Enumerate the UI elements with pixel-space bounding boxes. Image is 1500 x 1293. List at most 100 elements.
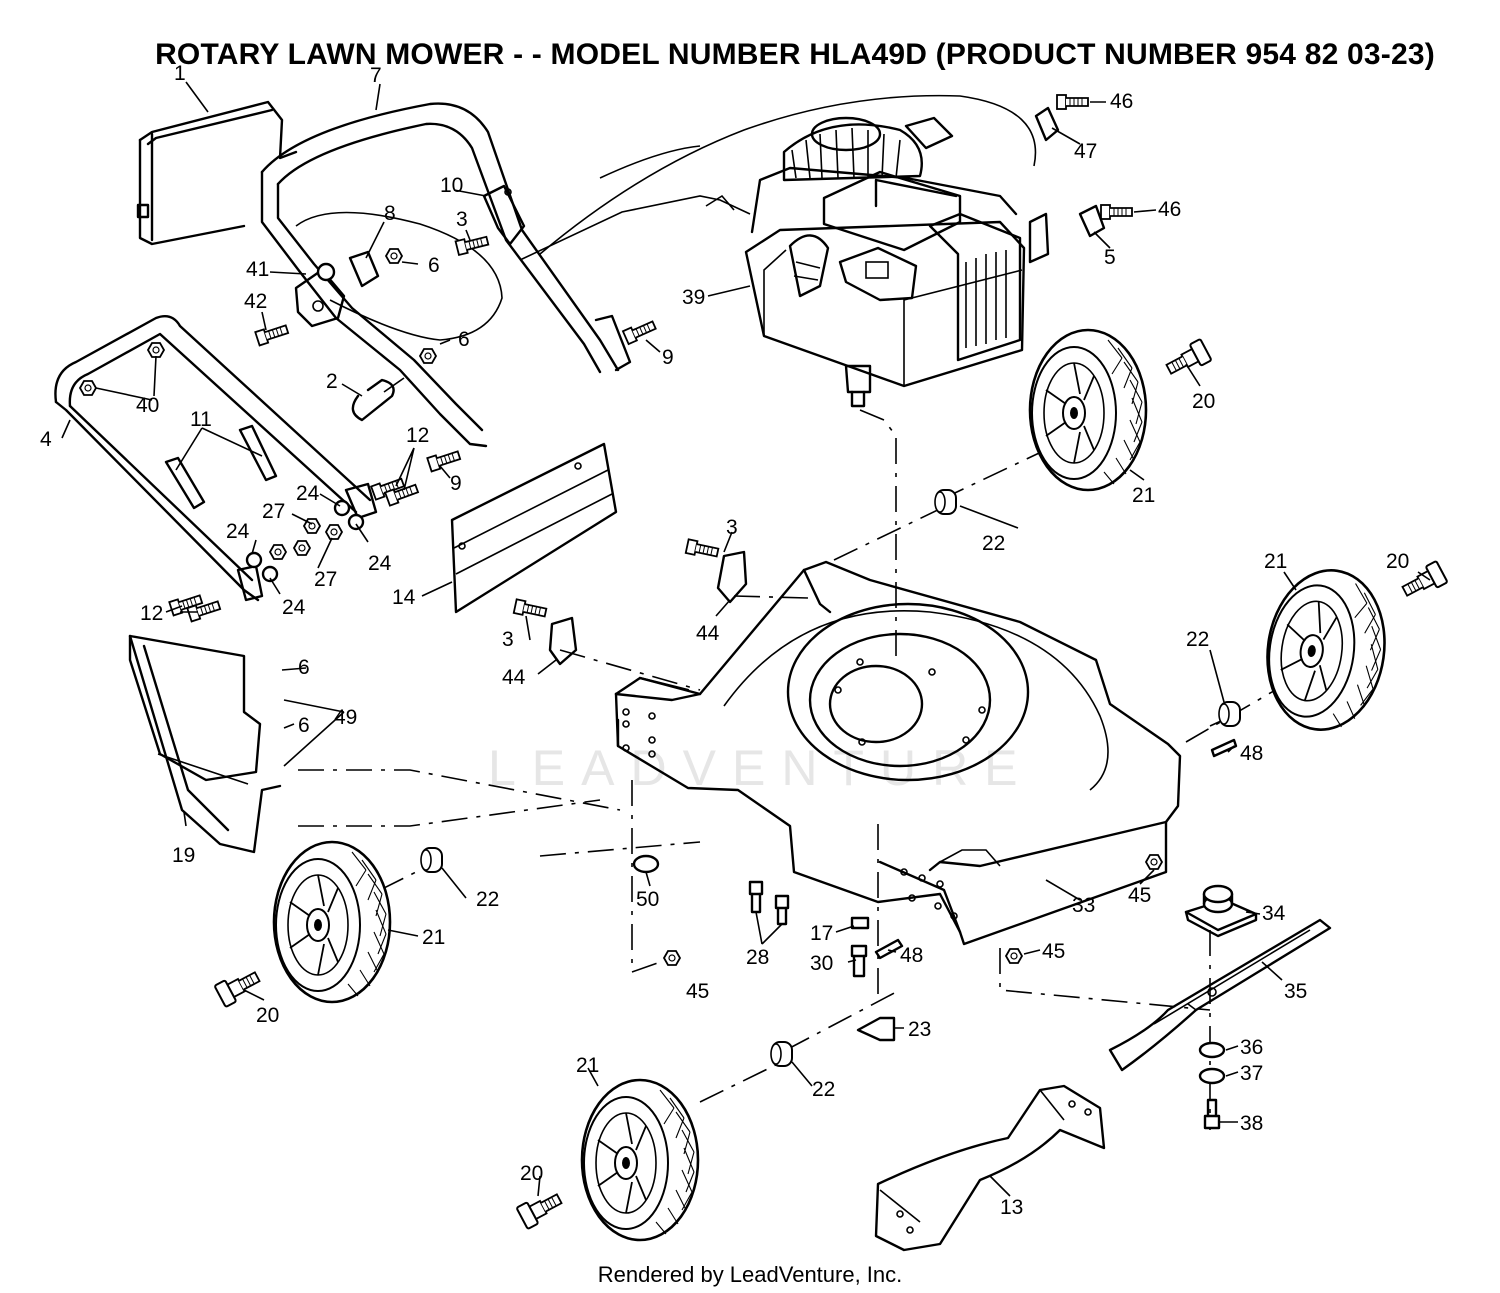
callout-45: 45 bbox=[686, 980, 709, 1003]
callout-21: 21 bbox=[1132, 484, 1155, 507]
callout-8: 8 bbox=[384, 202, 396, 225]
part-33-mower-deck bbox=[614, 560, 1182, 946]
part-11-cable-clips bbox=[164, 424, 278, 510]
callout-3: 3 bbox=[456, 208, 468, 231]
part-35-blade bbox=[1108, 918, 1332, 1072]
callout-45: 45 bbox=[1128, 884, 1151, 907]
callout-4: 4 bbox=[40, 428, 52, 451]
part-23-label bbox=[856, 1016, 896, 1042]
callout-37: 37 bbox=[1240, 1062, 1263, 1085]
callout-41: 41 bbox=[246, 258, 269, 281]
callout-30: 30 bbox=[810, 952, 833, 975]
callout-2: 2 bbox=[326, 370, 338, 393]
part-13-baffle bbox=[874, 1084, 1106, 1252]
handle-cover-outline bbox=[295, 211, 503, 341]
callout-22: 22 bbox=[982, 532, 1005, 555]
part-39-engine bbox=[744, 116, 1050, 408]
part-4-lower-handle bbox=[54, 315, 378, 602]
callout-36: 36 bbox=[1240, 1036, 1263, 1059]
callout-6: 6 bbox=[458, 328, 470, 351]
callout-34: 34 bbox=[1262, 902, 1286, 925]
callout-22: 22 bbox=[1186, 628, 1209, 651]
wheel-left-rear bbox=[272, 840, 392, 1004]
callout-47: 47 bbox=[1074, 140, 1097, 163]
callout-12: 12 bbox=[406, 424, 429, 447]
callout-27: 27 bbox=[314, 568, 337, 591]
washers-36-37-bolt-38 bbox=[1198, 1041, 1226, 1130]
callout-20: 20 bbox=[520, 1162, 543, 1185]
part-10-bracket bbox=[482, 184, 526, 246]
callout-27: 27 bbox=[262, 500, 285, 523]
callout-35: 35 bbox=[1284, 980, 1307, 1003]
footer-credit: Rendered by LeadVenture, Inc. bbox=[597, 1262, 903, 1287]
washers-24-27 bbox=[245, 499, 365, 583]
wheel-right-front bbox=[1256, 561, 1396, 739]
callout-48: 48 bbox=[1240, 742, 1263, 765]
part-14-deflector bbox=[450, 442, 618, 614]
callout-17: 17 bbox=[810, 922, 833, 945]
callout-38: 38 bbox=[1240, 1112, 1263, 1135]
callout-50: 50 bbox=[636, 888, 659, 911]
part-34-blade-adapter bbox=[1184, 884, 1258, 938]
wheel-left-front bbox=[580, 1078, 700, 1242]
part-44-bracket-lower bbox=[548, 616, 578, 666]
callout-6: 6 bbox=[298, 714, 310, 737]
callout-22: 22 bbox=[812, 1078, 835, 1101]
callout-42: 42 bbox=[244, 290, 267, 313]
callout-22: 22 bbox=[476, 888, 499, 911]
callout-24: 24 bbox=[282, 596, 306, 619]
callout-24: 24 bbox=[296, 482, 320, 505]
callout-3: 3 bbox=[726, 516, 738, 539]
callout-44: 44 bbox=[696, 622, 720, 645]
callout-28: 28 bbox=[746, 946, 769, 969]
callout-33: 33 bbox=[1072, 894, 1095, 917]
callout-49: 49 bbox=[334, 706, 357, 729]
callout-5: 5 bbox=[1104, 246, 1116, 269]
callout-20: 20 bbox=[1386, 550, 1409, 573]
wheel-right-rear bbox=[1028, 328, 1148, 492]
part-8-spacer bbox=[348, 250, 380, 288]
callout-21: 21 bbox=[1264, 550, 1287, 573]
callout-20: 20 bbox=[256, 1004, 279, 1027]
callout-14: 14 bbox=[392, 586, 416, 609]
callout-9: 9 bbox=[662, 346, 674, 369]
callout-6: 6 bbox=[298, 656, 310, 679]
callout-19: 19 bbox=[172, 844, 195, 867]
callout-39: 39 bbox=[682, 286, 705, 309]
part-2-clip bbox=[351, 377, 405, 422]
callout-labels: 1 7 10 3 8 6 41 42 6 9 40 2 4 11 12 9 24… bbox=[40, 62, 1409, 1219]
callout-46: 46 bbox=[1158, 198, 1181, 221]
callout-11: 11 bbox=[190, 408, 212, 431]
callout-23: 23 bbox=[908, 1018, 931, 1041]
callout-48: 48 bbox=[900, 944, 923, 967]
part-41-control-block bbox=[294, 262, 346, 328]
engine-control-cable bbox=[519, 94, 1037, 261]
callout-3: 3 bbox=[502, 628, 514, 651]
callout-24: 24 bbox=[226, 520, 250, 543]
callout-12: 12 bbox=[140, 602, 163, 625]
callout-21: 21 bbox=[422, 926, 445, 949]
callout-10: 10 bbox=[440, 174, 463, 197]
part-19-rear-flap bbox=[128, 634, 282, 854]
callout-21: 21 bbox=[576, 1054, 599, 1077]
watermark-text: LEADVENTURE bbox=[488, 740, 1034, 796]
callout-46: 46 bbox=[1110, 90, 1133, 113]
callout-9: 9 bbox=[450, 472, 462, 495]
callout-40: 40 bbox=[136, 394, 159, 417]
callout-45: 45 bbox=[1042, 940, 1065, 963]
callout-1: 1 bbox=[174, 62, 186, 85]
part-47-bracket bbox=[1034, 106, 1060, 142]
part-7-upper-handle bbox=[260, 102, 632, 448]
part-5-bracket bbox=[1078, 204, 1106, 238]
callout-20: 20 bbox=[1192, 390, 1215, 413]
callout-13: 13 bbox=[1000, 1196, 1023, 1219]
callout-6: 6 bbox=[428, 254, 440, 277]
callout-24: 24 bbox=[368, 552, 392, 575]
callout-7: 7 bbox=[370, 64, 382, 87]
leader-lines bbox=[61, 81, 1431, 1197]
part-1-handle-bracket bbox=[136, 100, 298, 246]
part-44-bracket-upper bbox=[716, 550, 748, 604]
page-title: ROTARY LAWN MOWER - - MODEL NUMBER HLA49… bbox=[155, 38, 1435, 71]
callout-44: 44 bbox=[502, 666, 526, 689]
